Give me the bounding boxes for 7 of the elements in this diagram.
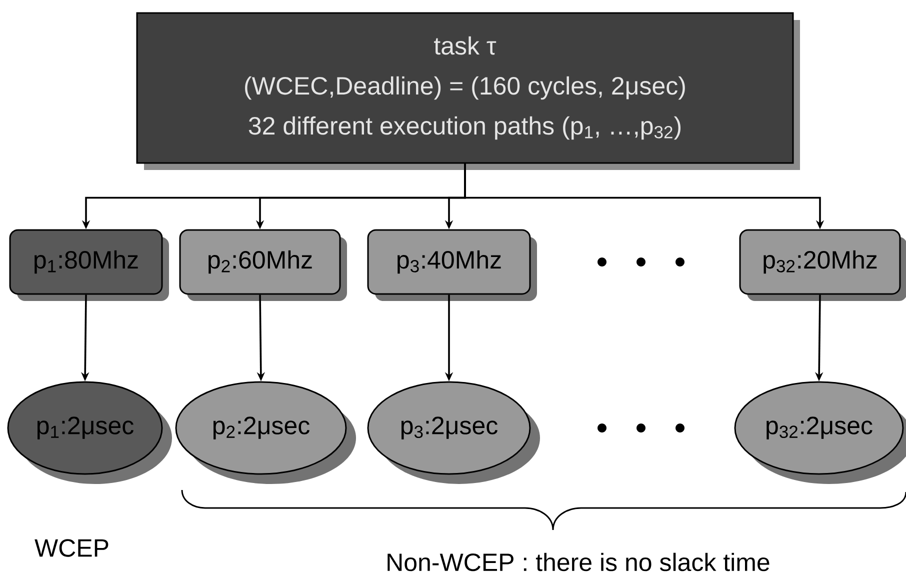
path-box: p$_{2}$:60Mhz — [179, 229, 347, 301]
path-box: p$_{1}$:80Mhz — [9, 229, 169, 301]
annotation-text: WCEP — [34, 539, 108, 557]
path-box: p$_{3}$:40Mhz — [367, 229, 537, 301]
task-box: task τ (WCEC,Deadline) = (160 cycles, 2μsec) 32 different execution paths (p$_{1}$, …,p$_{32}$) — [136, 12, 800, 170]
path-box: p$_{32}$:20Mhz — [739, 229, 906, 301]
annotation-text: Non-WCEP : there is no slack time — [388, 552, 770, 572]
